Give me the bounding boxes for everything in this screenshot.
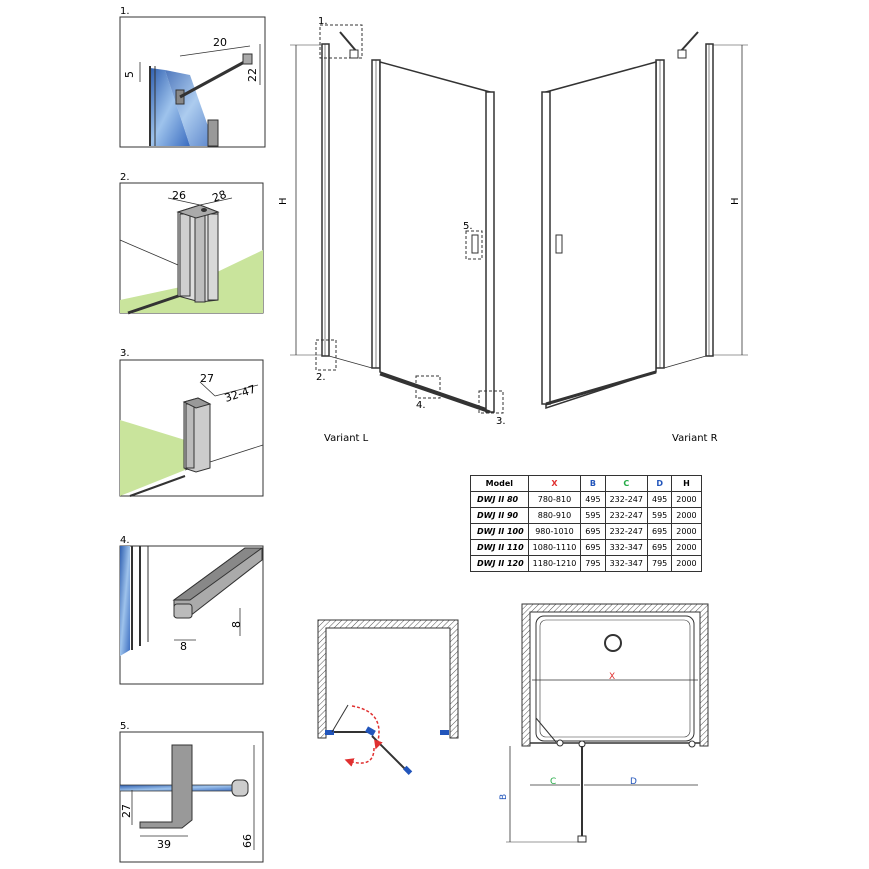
detail-3-label: 3. — [120, 348, 130, 359]
detail-2: 2. 26 28 — [119, 172, 264, 315]
dim-20: 20 — [213, 36, 227, 49]
dim-8-height: 8 — [230, 621, 243, 628]
drain — [604, 634, 622, 652]
plan-door-swing — [317, 619, 459, 775]
detail-4: 4. 8 8 — [119, 535, 264, 685]
detail-4-label: 4. — [120, 535, 130, 546]
variant-l-drawing: H 1. 2. 3. 4. 5. Variant L — [278, 16, 506, 444]
callout-4-box — [415, 375, 441, 399]
callout-2-box — [315, 339, 337, 371]
callout-3: 3. — [496, 416, 506, 427]
variant-r-label: Variant R — [672, 433, 718, 444]
detail-5-label: 5. — [120, 721, 130, 732]
detail-5: 5. 27 39 66 — [119, 721, 264, 863]
callout-1-box — [319, 24, 363, 59]
detail-2-label: 2. — [120, 172, 130, 183]
stabilizer-l — [339, 31, 358, 53]
detail-5-handle — [139, 744, 193, 829]
dim-5: 5 — [123, 71, 136, 78]
dim-b: B — [499, 794, 509, 800]
variant-l-label: Variant L — [324, 433, 369, 444]
swing-arc-in — [344, 747, 375, 767]
dim-27-handle: 27 — [120, 804, 133, 818]
callout-5: 5. — [463, 221, 473, 232]
dim-39: 39 — [157, 838, 171, 851]
detail-1-label: 1. — [120, 6, 130, 17]
table-header-row: Model X B C D H — [470, 475, 702, 492]
dim-66: 66 — [241, 834, 254, 848]
dim-x: X — [609, 672, 615, 682]
dim-8-width: 8 — [180, 640, 187, 653]
th-model: Model — [470, 475, 529, 492]
detail-1-glass — [150, 68, 190, 146]
handle-r — [555, 234, 563, 254]
dim-22: 22 — [246, 68, 259, 82]
callout-5-box — [465, 230, 483, 260]
callout-4: 4. — [416, 400, 426, 411]
plan-2-walls — [521, 603, 709, 747]
th-b: B — [580, 475, 606, 492]
callout-1: 1. — [318, 16, 328, 27]
door-panel-r — [545, 61, 657, 410]
dim-27: 27 — [200, 372, 214, 385]
handle-l — [471, 234, 479, 254]
wall-profile-r — [705, 43, 714, 357]
height-label-r: H — [730, 197, 741, 205]
dim-28: 28 — [211, 188, 229, 205]
height-label-l: H — [278, 197, 289, 205]
stabilizer-r — [679, 31, 699, 53]
plan-dimensions: X C D B — [499, 603, 709, 843]
plan-1-walls — [317, 619, 459, 739]
shower-tray — [535, 615, 695, 742]
detail-2-floor — [120, 250, 263, 313]
detail-4-glass — [120, 546, 130, 656]
dim-d: D — [630, 777, 637, 787]
detail-1-rod — [179, 58, 249, 99]
wall-profile-l — [321, 43, 330, 357]
callout-3-box — [478, 390, 504, 414]
th-h: H — [671, 475, 702, 492]
dim-26: 26 — [172, 189, 186, 202]
variant-r-drawing: H Variant R — [541, 31, 748, 444]
callout-2: 2. — [316, 372, 326, 383]
swing-arc-out — [351, 705, 383, 750]
th-d: D — [646, 475, 673, 492]
detail-1: 1. 20 5 22 — [119, 6, 266, 148]
detail-3-floor — [120, 420, 185, 496]
detail-3: 3. 27 32-47 — [119, 348, 264, 497]
dim-c: C — [550, 777, 556, 787]
th-x: X — [527, 475, 582, 492]
th-c: C — [604, 475, 649, 492]
